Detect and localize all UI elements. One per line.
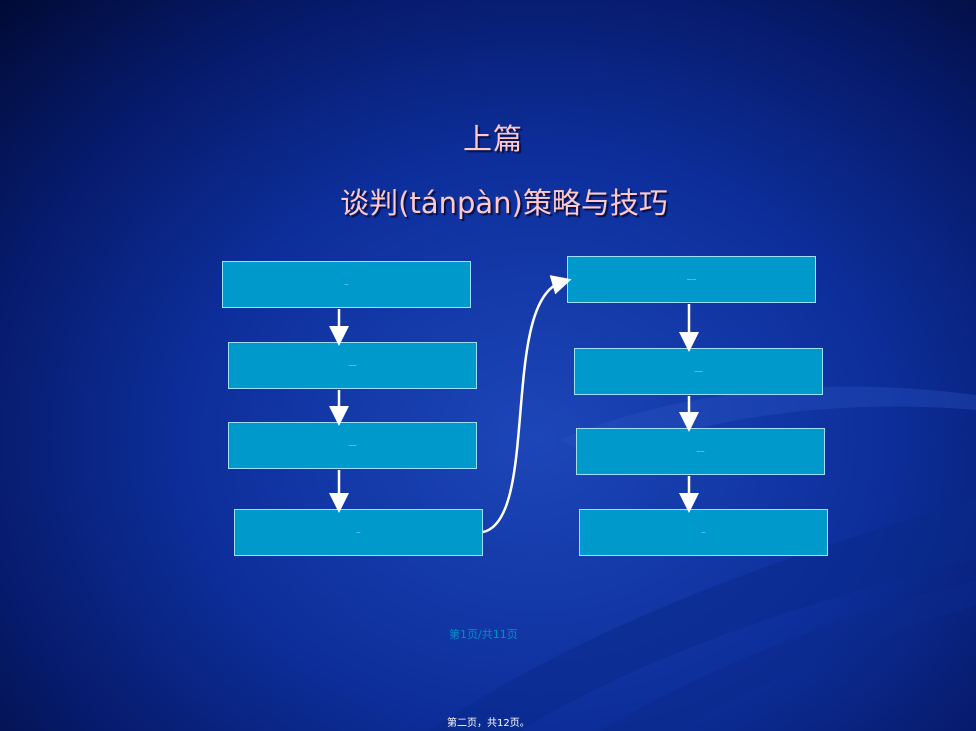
flow-box-left-2: —— [228, 342, 477, 389]
slide-subtitle: 谈判(tánpàn)策略与技巧 [340, 186, 668, 220]
flow-box-label: — [701, 529, 706, 535]
flow-box-right-3: —— [576, 428, 825, 475]
flow-box-left-3: —— [228, 422, 477, 469]
slide-title: 上篇 [462, 122, 523, 156]
flow-box-label: —— [348, 442, 357, 448]
flow-box-label: —— [696, 448, 705, 454]
flow-box-left-1: — [222, 261, 471, 308]
flow-box-label: — [356, 529, 361, 535]
flow-box-label: —— [694, 368, 703, 374]
flow-box-label: —— [348, 362, 357, 368]
page-footer: 第二页，共12页。 [447, 718, 530, 729]
flow-box-right-2: —— [574, 348, 823, 395]
flow-box-left-4: — [234, 509, 483, 556]
flow-box-label: —·— [686, 276, 697, 282]
flow-box-right-4: — [579, 509, 828, 556]
page-reference: 第1页/共11页 [449, 628, 518, 641]
flow-box-right-1: —·— [567, 256, 816, 303]
flow-box-label: — [344, 281, 349, 287]
